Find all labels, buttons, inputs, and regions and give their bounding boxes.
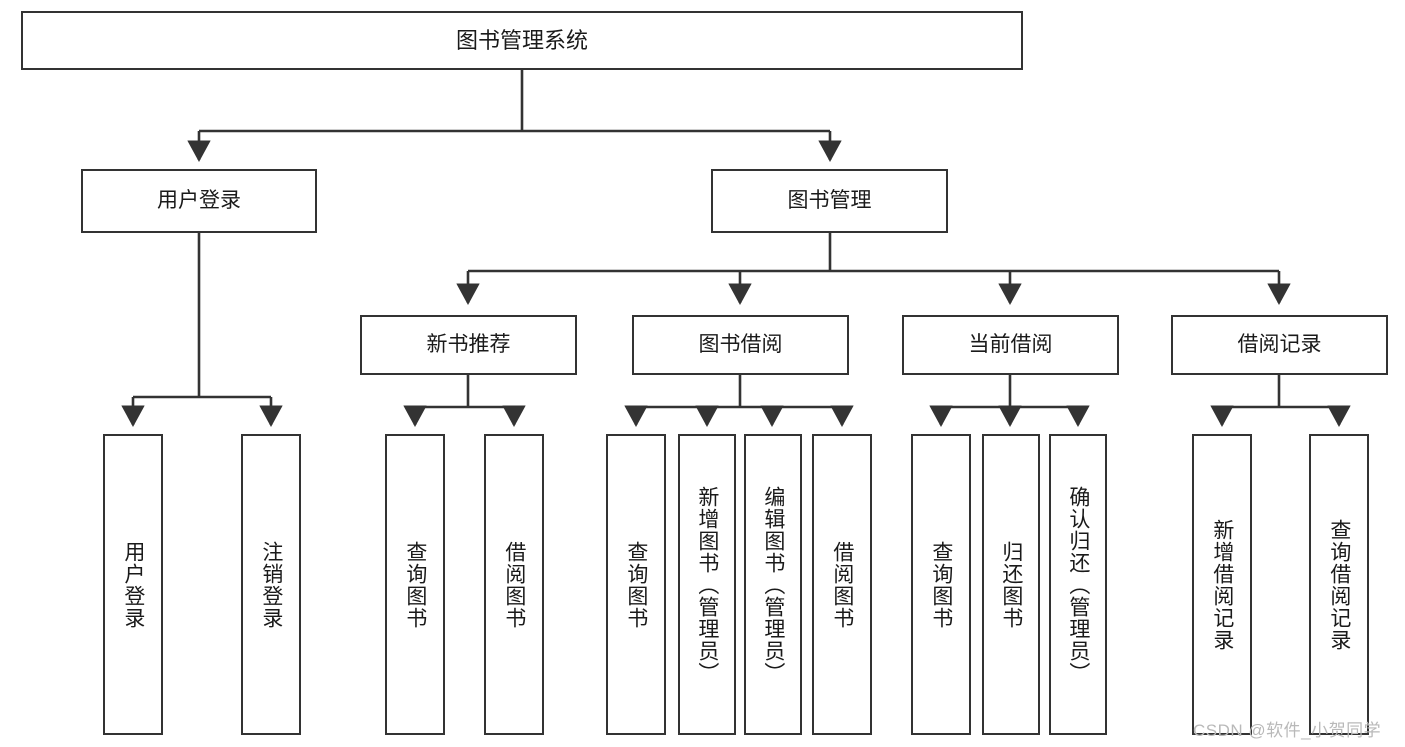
node-label: 图书管理 bbox=[787, 188, 872, 212]
node-label: 借阅图书 bbox=[502, 540, 526, 629]
leaf-borrow-edit-book-admin[interactable]: 编辑图书（管理员） bbox=[744, 434, 802, 735]
leaf-borrow-query-book[interactable]: 查询图书 bbox=[606, 434, 666, 735]
node-book-management[interactable]: 图书管理 bbox=[711, 169, 948, 233]
node-label: 查询借阅记录 bbox=[1327, 518, 1351, 651]
node-borrow-record[interactable]: 借阅记录 bbox=[1171, 315, 1388, 375]
node-label: 用户登录 bbox=[121, 540, 145, 629]
node-label: 借阅图书 bbox=[830, 540, 854, 629]
node-new-book-recommend[interactable]: 新书推荐 bbox=[360, 315, 577, 375]
csdn-watermark: CSDN @软件_小贺同学 bbox=[1193, 721, 1382, 740]
node-label: 查询图书 bbox=[403, 540, 427, 629]
node-label: 查询图书 bbox=[929, 540, 953, 629]
leaf-borrow-borrow-book[interactable]: 借阅图书 bbox=[812, 434, 872, 735]
node-label: 借阅记录 bbox=[1237, 332, 1322, 356]
node-label: 图书管理系统 bbox=[455, 27, 588, 53]
leaf-record-add-record[interactable]: 新增借阅记录 bbox=[1192, 434, 1252, 735]
node-label: 查询图书 bbox=[624, 540, 648, 629]
node-label: 注销登录 bbox=[259, 540, 283, 629]
leaf-current-confirm-return-admin[interactable]: 确认归还（管理员） bbox=[1049, 434, 1107, 735]
node-label: 确认归还（管理员） bbox=[1066, 485, 1090, 684]
node-user-login[interactable]: 用户登录 bbox=[81, 169, 317, 233]
leaf-current-query-book[interactable]: 查询图书 bbox=[911, 434, 971, 735]
leaf-new-book-borrow[interactable]: 借阅图书 bbox=[484, 434, 544, 735]
leaf-new-book-query[interactable]: 查询图书 bbox=[385, 434, 445, 735]
leaf-record-query-record[interactable]: 查询借阅记录 bbox=[1309, 434, 1369, 735]
leaf-current-return-book[interactable]: 归还图书 bbox=[982, 434, 1040, 735]
node-label: 用户登录 bbox=[157, 188, 241, 212]
leaf-user-login-signin[interactable]: 用户登录 bbox=[103, 434, 163, 735]
node-root-system[interactable]: 图书管理系统 bbox=[21, 11, 1023, 70]
node-label: 当前借阅 bbox=[968, 332, 1053, 356]
node-label: 编辑图书（管理员） bbox=[761, 485, 785, 684]
node-label: 新增图书（管理员） bbox=[695, 485, 719, 684]
node-label: 图书借阅 bbox=[698, 332, 783, 356]
leaf-borrow-add-book-admin[interactable]: 新增图书（管理员） bbox=[678, 434, 736, 735]
leaf-user-login-signout[interactable]: 注销登录 bbox=[241, 434, 301, 735]
node-label: 新增借阅记录 bbox=[1210, 518, 1234, 651]
node-label: 归还图书 bbox=[999, 540, 1023, 629]
node-book-borrow[interactable]: 图书借阅 bbox=[632, 315, 849, 375]
node-current-borrow[interactable]: 当前借阅 bbox=[902, 315, 1119, 375]
node-label: 新书推荐 bbox=[426, 332, 511, 356]
